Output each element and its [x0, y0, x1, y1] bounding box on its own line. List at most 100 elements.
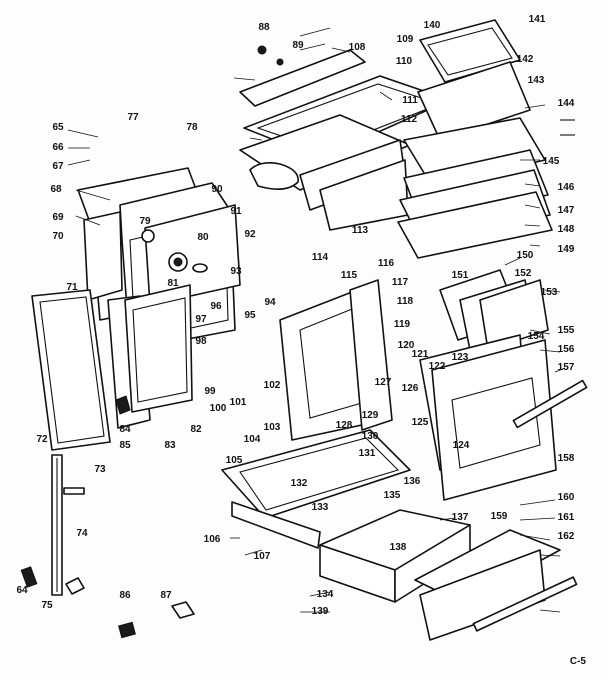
- broiler-pan: [221, 429, 411, 549]
- callout-95: 95: [244, 310, 256, 321]
- callout-74: 74: [76, 528, 88, 539]
- oven-rack-stack: [397, 19, 575, 259]
- callout-106: 106: [203, 534, 221, 545]
- callout-105: 105: [225, 455, 243, 466]
- callout-71: 71: [66, 282, 78, 293]
- storage-drawer: [319, 509, 471, 603]
- callout-153: 153: [540, 287, 558, 298]
- callout-82: 82: [190, 424, 202, 435]
- callout-65: 65: [52, 122, 64, 133]
- callout-87: 87: [160, 590, 172, 601]
- side-rail: [51, 454, 85, 596]
- callout-72: 72: [36, 434, 48, 445]
- callout-121: 121: [411, 349, 429, 360]
- callout-160: 160: [557, 492, 575, 503]
- callout-86: 86: [119, 590, 131, 601]
- callout-109: 109: [396, 34, 414, 45]
- callout-162: 162: [557, 531, 575, 542]
- leader-lines: [67, 27, 566, 613]
- callout-98: 98: [195, 336, 207, 347]
- callout-137: 137: [451, 512, 469, 523]
- control-panel: [141, 204, 241, 306]
- callout-126: 126: [401, 383, 419, 394]
- callout-78: 78: [186, 122, 198, 133]
- callout-132: 132: [290, 478, 308, 489]
- sheet-code: C-5: [569, 656, 586, 667]
- callout-118: 118: [396, 296, 414, 307]
- callout-97: 97: [195, 314, 207, 325]
- small-hardware: [20, 566, 195, 639]
- callout-104: 104: [243, 434, 261, 445]
- callout-101: 101: [229, 397, 247, 408]
- callout-150: 150: [516, 250, 534, 261]
- callout-131: 131: [358, 448, 376, 459]
- oven-cavity: [279, 279, 393, 441]
- callout-79: 79: [139, 216, 151, 227]
- callout-92: 92: [244, 229, 256, 240]
- callout-145: 145: [542, 156, 560, 167]
- callout-94: 94: [264, 297, 276, 308]
- oven-door-assembly: [419, 269, 588, 501]
- callout-64: 64: [16, 585, 28, 596]
- callout-142: 142: [516, 54, 534, 65]
- callout-68: 68: [50, 184, 62, 195]
- callout-127: 127: [374, 377, 392, 388]
- callout-159: 159: [490, 511, 508, 522]
- callout-144: 144: [557, 98, 575, 109]
- drawer-front: [414, 529, 578, 641]
- callout-157: 157: [557, 362, 575, 373]
- callout-80: 80: [197, 232, 209, 243]
- callout-85: 85: [119, 440, 131, 451]
- callout-148: 148: [557, 224, 575, 235]
- callout-107: 107: [253, 551, 271, 562]
- callout-108: 108: [348, 42, 366, 53]
- callout-143: 143: [527, 75, 545, 86]
- callout-99: 99: [204, 386, 216, 397]
- callout-129: 129: [361, 410, 379, 421]
- callout-102: 102: [263, 380, 281, 391]
- callout-156: 156: [557, 344, 575, 355]
- callout-67: 67: [52, 161, 64, 172]
- callout-123: 123: [451, 352, 469, 363]
- callout-134: 134: [316, 589, 334, 600]
- door-frame: [107, 284, 193, 429]
- callout-75: 75: [41, 600, 53, 611]
- callout-155: 155: [557, 325, 575, 336]
- callout-93: 93: [230, 266, 242, 277]
- callout-89: 89: [292, 40, 304, 51]
- callout-130: 130: [361, 431, 379, 442]
- callout-154: 154: [527, 331, 545, 342]
- callout-141: 141: [528, 14, 546, 25]
- callout-100: 100: [209, 403, 227, 414]
- callout-81: 81: [167, 278, 179, 289]
- callout-116: 116: [377, 258, 395, 269]
- callout-69: 69: [52, 212, 64, 223]
- burner-assembly: [239, 114, 411, 231]
- callout-110: 110: [395, 56, 413, 67]
- callout-158: 158: [557, 453, 575, 464]
- callout-77: 77: [127, 112, 139, 123]
- callout-113: 113: [351, 225, 369, 236]
- door-panel: [31, 289, 111, 451]
- callout-83: 83: [164, 440, 176, 451]
- callout-73: 73: [94, 464, 106, 475]
- callout-66: 66: [52, 142, 64, 153]
- callout-124: 124: [452, 440, 470, 451]
- callout-114: 114: [311, 252, 329, 263]
- callout-133: 133: [311, 502, 329, 513]
- callout-151: 151: [451, 270, 469, 281]
- callout-136: 136: [403, 476, 421, 487]
- callout-115: 115: [340, 270, 358, 281]
- callout-125: 125: [411, 417, 429, 428]
- callout-149: 149: [557, 244, 575, 255]
- callout-128: 128: [335, 420, 353, 431]
- callout-138: 138: [389, 542, 407, 553]
- callout-88: 88: [258, 22, 270, 33]
- callout-135: 135: [383, 490, 401, 501]
- callout-147: 147: [557, 205, 575, 216]
- callout-70: 70: [52, 231, 64, 242]
- callout-84: 84: [119, 424, 131, 435]
- callout-117: 117: [391, 277, 409, 288]
